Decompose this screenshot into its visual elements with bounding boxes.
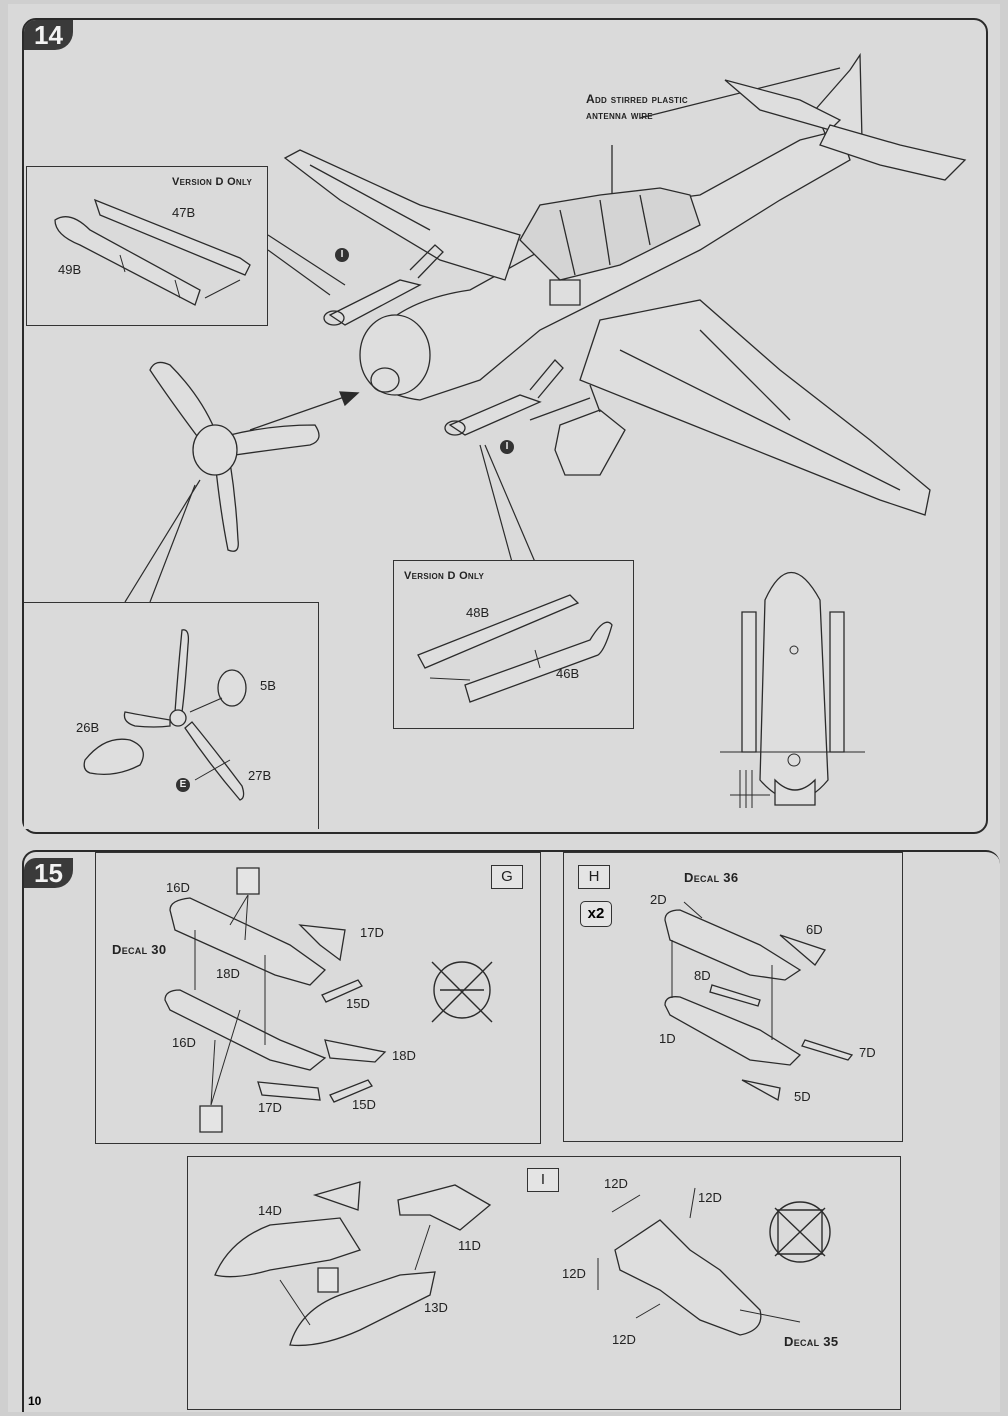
part-label-12d-top: 12D bbox=[604, 1176, 628, 1191]
part-label-15d-lower: 15D bbox=[352, 1097, 376, 1112]
page-number: 10 bbox=[28, 1394, 42, 1408]
inset-version-d-mid bbox=[393, 560, 634, 729]
marker-e-icon: E bbox=[176, 778, 190, 792]
part-label-47b: 47B bbox=[172, 205, 196, 220]
inset-top-title: Version D Only bbox=[172, 176, 253, 188]
part-label-16d-lower: 16D bbox=[172, 1035, 196, 1050]
marker-i-icon: I bbox=[500, 440, 514, 454]
part-label-5b: 5B bbox=[260, 678, 276, 693]
part-label-48b: 48B bbox=[466, 605, 490, 620]
quantity-x2-badge: x2 bbox=[580, 901, 612, 927]
part-label-7d: 7D bbox=[859, 1045, 876, 1060]
part-label-18d-lower: 18D bbox=[392, 1048, 416, 1063]
subassembly-h-box bbox=[563, 852, 903, 1142]
subassembly-h-tag: H bbox=[578, 865, 610, 889]
subassembly-i-tag: I bbox=[527, 1168, 559, 1192]
part-label-26b: 26B bbox=[76, 720, 100, 735]
inset-propeller bbox=[24, 602, 319, 829]
part-label-18d: 18D bbox=[216, 966, 240, 981]
marker-i-icon: I bbox=[335, 248, 349, 262]
subassembly-g-box bbox=[95, 852, 541, 1144]
part-label-2d: 2D bbox=[650, 892, 667, 907]
subassembly-i-box bbox=[187, 1156, 901, 1410]
part-label-11d: 11D bbox=[458, 1238, 481, 1253]
part-label-16d: 16D bbox=[166, 880, 190, 895]
decal-36-label: Decal 36 bbox=[684, 870, 739, 885]
antenna-note-line-1: Add stirred plastic bbox=[586, 92, 688, 106]
part-label-6d: 6D bbox=[806, 922, 823, 937]
part-label-49b: 49B bbox=[58, 262, 82, 277]
part-label-12d-left: 12D bbox=[562, 1266, 586, 1281]
decal-35-label: Decal 35 bbox=[784, 1334, 839, 1349]
step-15-panel bbox=[22, 850, 1000, 1412]
part-label-17d-lower: 17D bbox=[258, 1100, 282, 1115]
part-label-12d-right: 12D bbox=[698, 1190, 722, 1205]
part-label-8d: 8D bbox=[694, 968, 711, 983]
inset-version-d-top bbox=[26, 166, 268, 326]
step-14-number: 14 bbox=[24, 20, 73, 50]
part-label-15d: 15D bbox=[346, 996, 370, 1011]
antenna-note-line-2: antenna wire bbox=[586, 108, 653, 122]
inset-mid-title: Version D Only bbox=[404, 570, 485, 582]
decal-30-label: Decal 30 bbox=[112, 942, 167, 957]
subassembly-g-tag: G bbox=[491, 865, 523, 889]
part-label-27b: 27B bbox=[248, 768, 272, 783]
part-label-17d: 17D bbox=[360, 925, 384, 940]
part-label-5d: 5D bbox=[794, 1089, 811, 1104]
part-label-1d: 1D bbox=[659, 1031, 676, 1046]
part-label-14d: 14D bbox=[258, 1203, 282, 1218]
part-label-12d-bottom: 12D bbox=[612, 1332, 636, 1347]
part-label-13d: 13D bbox=[424, 1300, 448, 1315]
part-label-46b: 46B bbox=[556, 666, 580, 681]
